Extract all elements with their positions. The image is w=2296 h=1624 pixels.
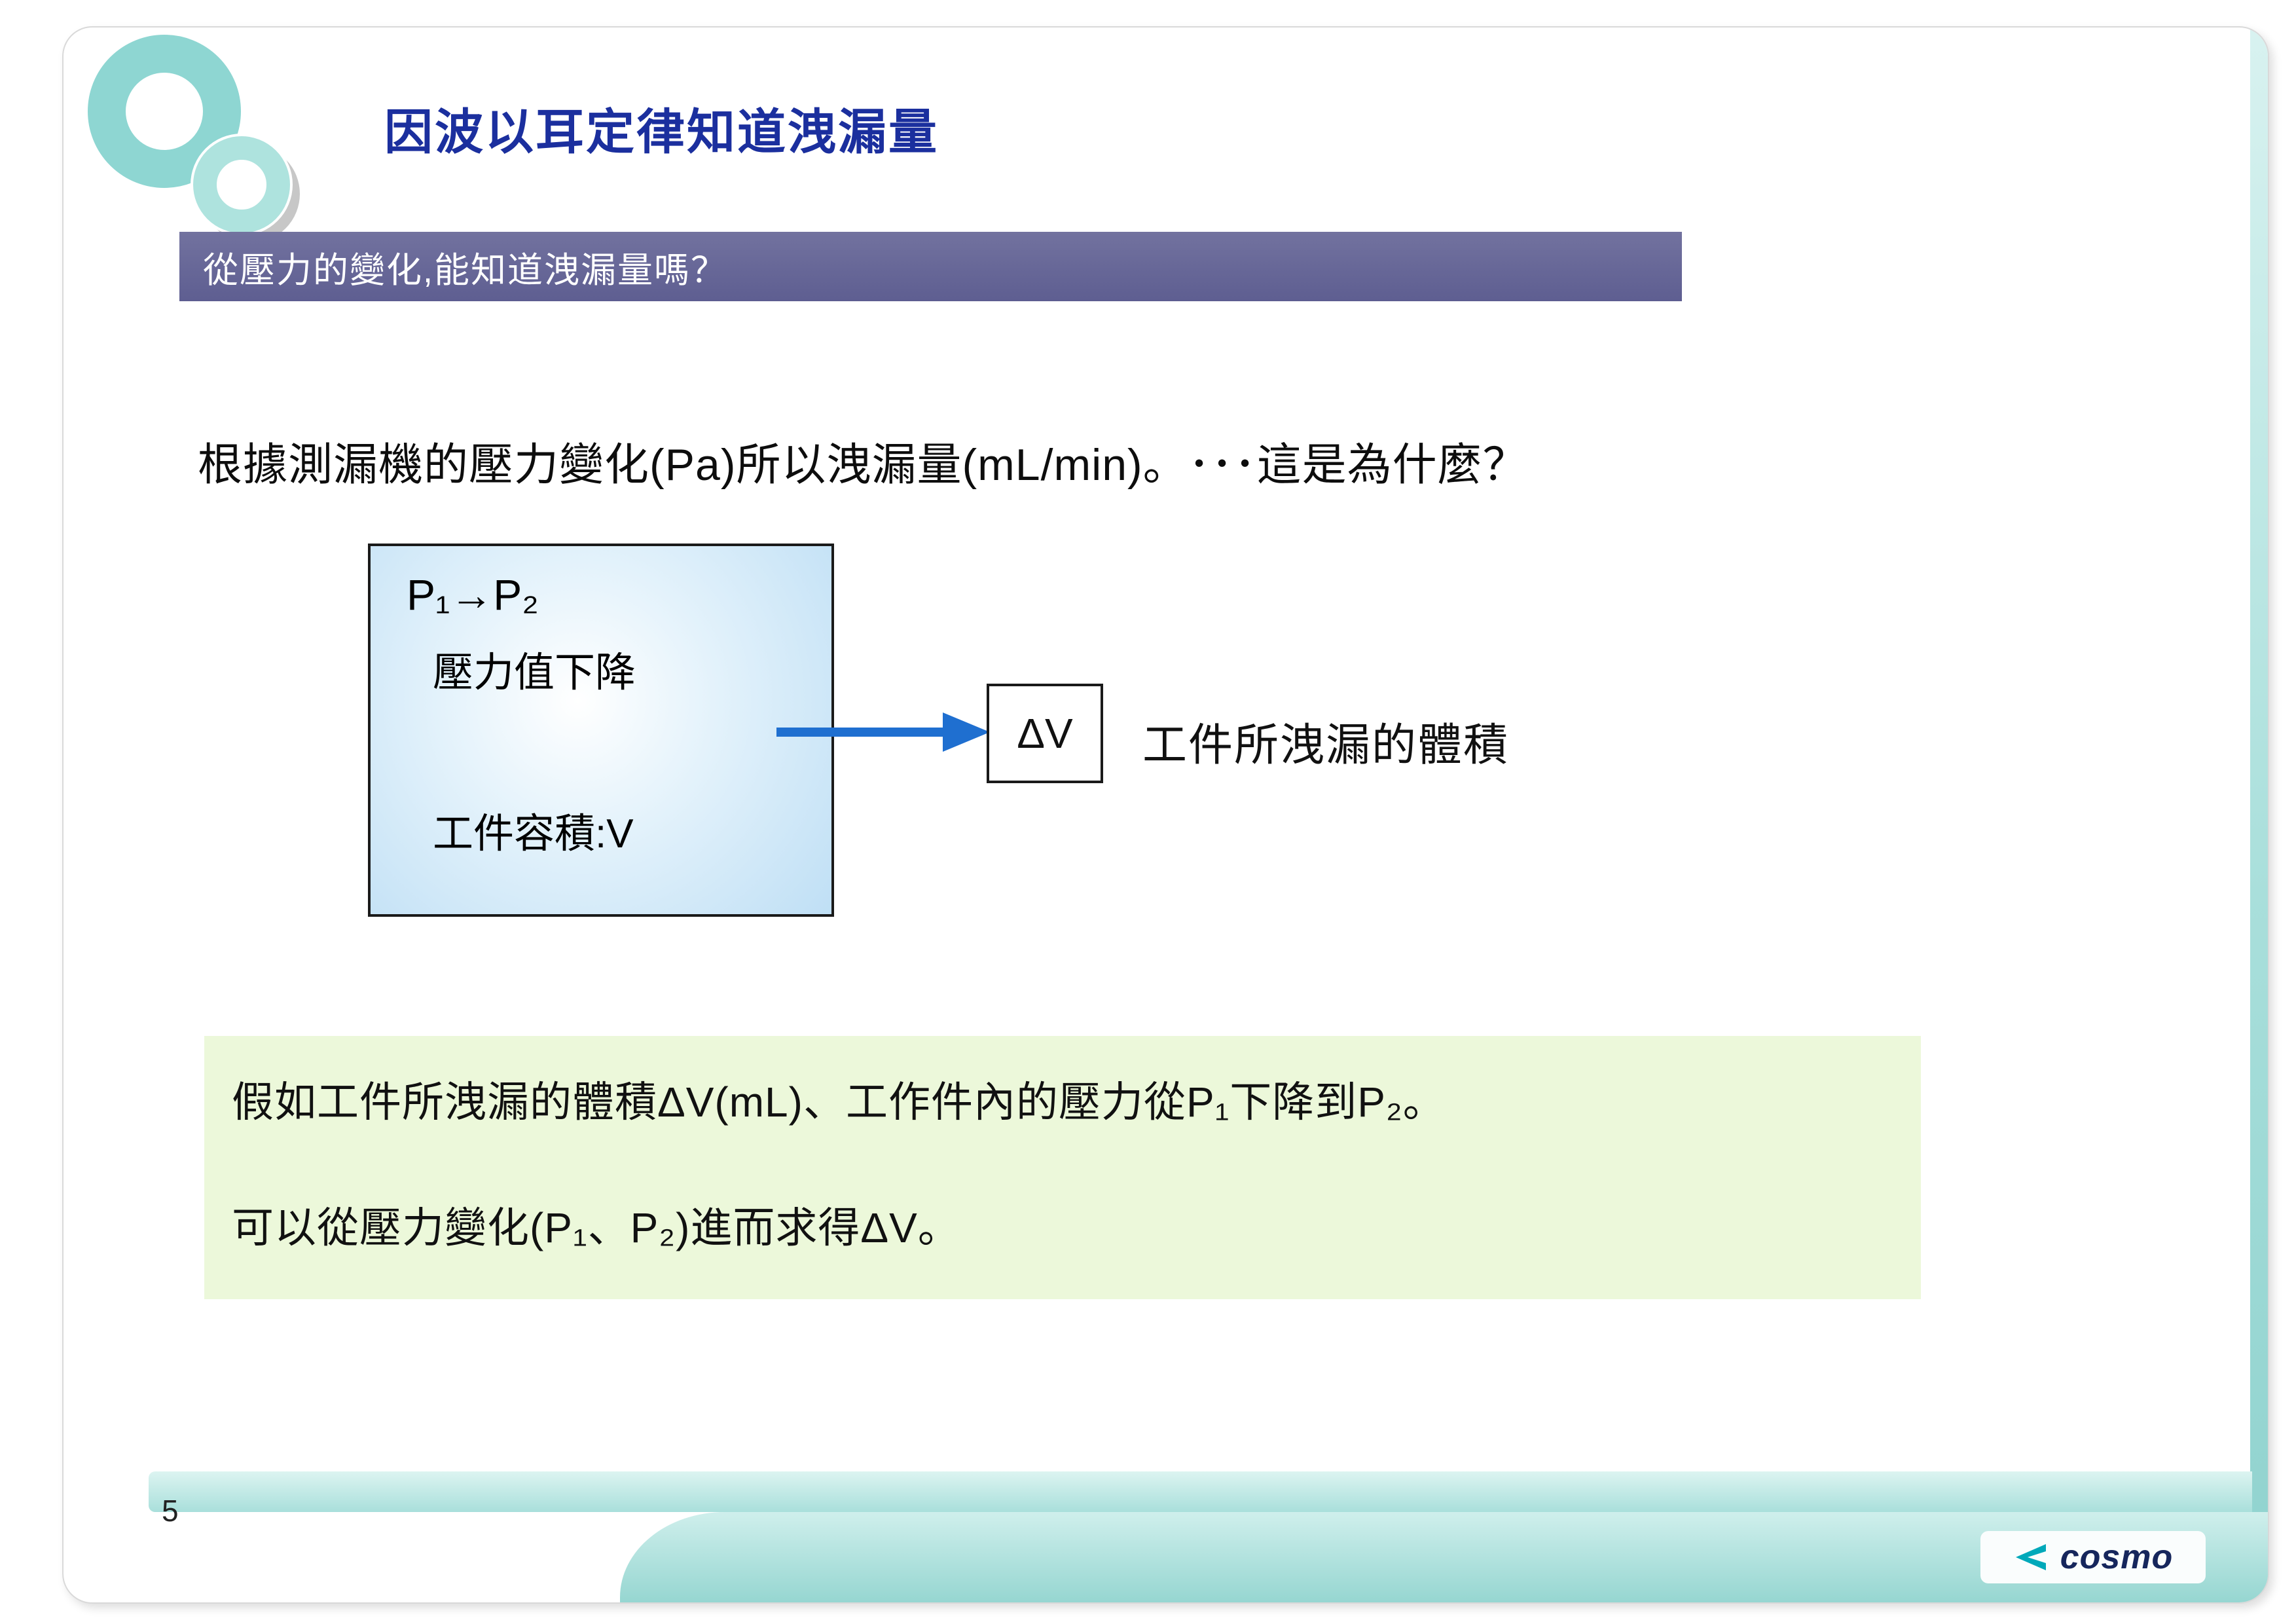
- cosmo-logo-text: cosmo: [2060, 1538, 2174, 1576]
- cosmo-logo: cosmo: [1980, 1531, 2206, 1583]
- section-banner-label: 從壓力的變化,能知道洩漏量嗎？: [203, 250, 728, 290]
- work-volume-label: 工件容積:V: [433, 811, 634, 857]
- intro-text: 根據測漏機的壓力變化(Pa)所以洩漏量(mL/min)。･･･這是為什麼？: [198, 440, 1528, 490]
- leak-volume-label: 工件所洩漏的體積: [1142, 720, 1510, 770]
- pressure-drop-label: 壓力值下降: [433, 650, 636, 695]
- page-title: 因波以耳定律知道洩漏量: [384, 105, 939, 159]
- pressure-box: P₁→P₂ 壓力值下降 工件容積:V: [368, 544, 834, 917]
- pressure-change-label: P₁→P₂: [407, 570, 539, 619]
- slide-card: 因波以耳定律知道洩漏量 從壓力的變化,能知道洩漏量嗎？ 根據測漏機的壓力變化(P…: [62, 26, 2269, 1604]
- delta-v-box: ΔV: [987, 684, 1103, 783]
- page-number: 5: [162, 1494, 179, 1528]
- note-line: 可以從壓力變化(P₁、P₂)進而求得ΔV。: [232, 1204, 960, 1251]
- delta-v-label: ΔV: [1017, 710, 1073, 757]
- footer-band: [149, 1471, 2252, 1512]
- section-banner: 從壓力的變化,能知道洩漏量嗎？: [179, 232, 1682, 301]
- flow-arrow-icon: [776, 712, 990, 752]
- note-line: 假如工件所洩漏的體積ΔV(mL)、工作件內的壓力從P₁下降到P₂。: [232, 1079, 1446, 1126]
- frame-right-bar: [2250, 28, 2268, 1602]
- rings-logo-icon: [88, 35, 300, 243]
- cosmo-logo-icon: [2015, 1544, 2046, 1570]
- note-box: 假如工件所洩漏的體積ΔV(mL)、工作件內的壓力從P₁下降到P₂。 可以從壓力變…: [204, 1036, 1921, 1299]
